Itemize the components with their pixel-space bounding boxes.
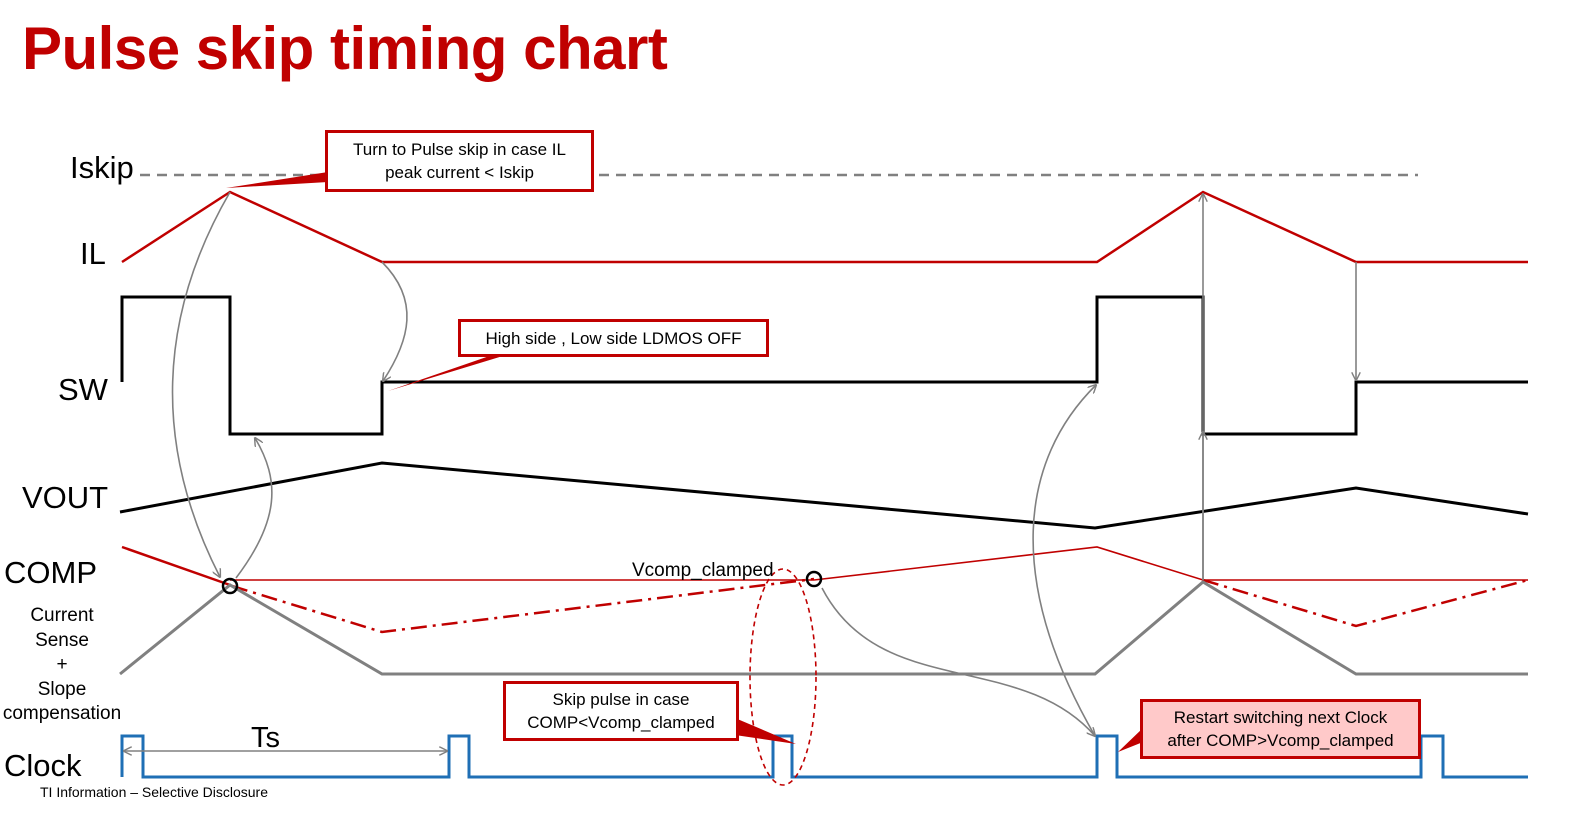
footer-disclosure: TI Information – Selective Disclosure	[40, 784, 268, 800]
callout-pointer	[226, 172, 328, 188]
signal-label-vout: VOUT	[22, 480, 109, 515]
vcomp-clamped-label: Vcomp_clamped	[632, 560, 774, 581]
current-sense-trace	[119, 580, 1528, 676]
callout-pointer	[1118, 728, 1143, 752]
signal-label-sw: SW	[58, 372, 108, 407]
callout-pointer	[388, 352, 516, 391]
flow-arrow	[171, 191, 231, 577]
signal-label-comp: COMP	[4, 555, 97, 590]
flow-arrow	[821, 587, 1095, 736]
clamp-point-marker	[805, 570, 823, 588]
flow-arrow	[1032, 385, 1096, 737]
flow-arrow	[235, 438, 273, 579]
callout-ldmos-off: High side , Low side LDMOS OFF	[458, 319, 769, 357]
callout-restart: Restart switching next Clock after COMP>…	[1140, 699, 1421, 759]
comp-rise	[813, 546, 1528, 581]
signal-label-clock: Clock	[4, 748, 82, 783]
callout-pulse-skip: Turn to Pulse skip in case IL peak curre…	[325, 130, 594, 192]
sw-trace	[120, 295, 1528, 436]
il-trace	[121, 190, 1528, 264]
page-title: Pulse skip timing chart	[22, 15, 668, 82]
ts-label: Ts	[251, 722, 280, 754]
callout-skip-pulse: Skip pulse in case COMP<Vcomp_clamped	[503, 681, 739, 741]
clock-trace	[120, 734, 1528, 779]
signal-label-current-sense: Current Sense + Slope compensation	[2, 605, 122, 724]
callout-pointer	[735, 718, 796, 744]
comp-dashdot-2	[1202, 578, 1529, 628]
flow-arrow	[381, 261, 408, 381]
signal-label-iskip: Iskip	[70, 150, 134, 185]
vout-trace	[119, 461, 1529, 530]
signal-label-il: IL	[80, 236, 106, 271]
skipped-pulse-ellipse	[749, 568, 817, 786]
clamp-point-marker	[221, 577, 239, 595]
comp-trace	[121, 545, 231, 587]
comp-dashdot	[231, 577, 815, 634]
